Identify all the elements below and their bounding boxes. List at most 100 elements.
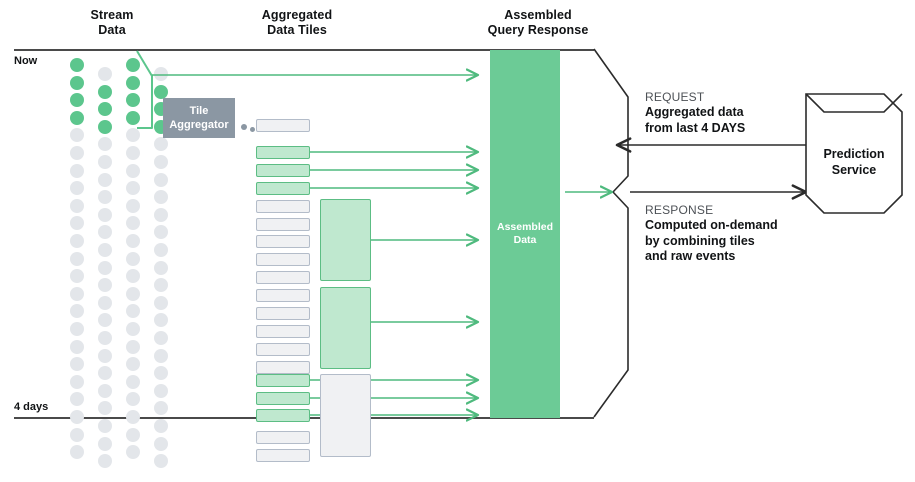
aggregated-big-tile-green xyxy=(320,287,371,369)
stream-dot-active xyxy=(154,84,168,99)
aggregated-tile-green xyxy=(256,146,310,159)
column-title-aggregated-line2: Data Tiles xyxy=(267,23,327,37)
column-title-assembled-line2: Query Response xyxy=(487,23,589,37)
stream-dot-inactive xyxy=(98,137,112,152)
stream-dot-inactive xyxy=(126,128,140,143)
request-body: Aggregated data from last 4 DAYS xyxy=(645,105,746,135)
query-response-funnel xyxy=(593,48,629,418)
stream-dot-inactive xyxy=(98,348,112,363)
stream-dot-inactive xyxy=(154,436,168,451)
stream-dot-inactive xyxy=(70,181,84,196)
prediction-service-shape xyxy=(805,93,903,214)
stream-event-dot xyxy=(241,124,247,130)
stream-event-dot xyxy=(250,127,255,132)
stream-dot-inactive xyxy=(98,225,112,240)
aggregated-tile-gray xyxy=(256,431,310,444)
stream-dot-active xyxy=(98,119,112,134)
stream-dot-inactive xyxy=(126,339,140,354)
stream-dot-inactive xyxy=(98,207,112,222)
tile-aggregator-line2: Aggregator xyxy=(169,119,229,131)
stream-dot-active xyxy=(126,110,140,125)
stream-dot-inactive xyxy=(70,128,84,143)
stream-dot-inactive xyxy=(154,278,168,293)
stream-dot-active xyxy=(126,58,140,72)
stream-dot-inactive xyxy=(98,190,112,205)
stream-dot-inactive xyxy=(126,216,140,231)
stream-dot-inactive xyxy=(98,331,112,345)
column-title-stream-data-line1: Stream xyxy=(90,8,134,22)
response-body: Computed on-demand by combining tiles an… xyxy=(645,218,778,263)
column-title-assembled-query-response: Assembled Query Response xyxy=(438,8,638,38)
stream-dot-inactive xyxy=(126,445,140,460)
stream-dot-inactive xyxy=(70,216,84,231)
request-kicker: REQUEST xyxy=(645,90,705,104)
stream-dot-inactive xyxy=(154,225,168,240)
timeline-4days-label: 4 days xyxy=(14,401,49,413)
stream-dot-active xyxy=(70,110,84,125)
stream-dot-active xyxy=(98,84,112,99)
stream-dot-inactive xyxy=(98,278,112,293)
aggregated-tile-gray xyxy=(256,200,310,213)
stream-dot-inactive xyxy=(70,269,84,284)
stream-dot-inactive xyxy=(154,454,168,469)
stream-dot-inactive xyxy=(70,392,84,407)
stream-dot-inactive xyxy=(154,383,168,398)
stream-dot-inactive xyxy=(126,322,140,336)
tile-aggregator-box: Tile Aggregator xyxy=(163,98,235,138)
stream-dot-inactive xyxy=(154,419,168,433)
prediction-service-label: Prediction Service xyxy=(806,146,902,178)
stream-dot-active xyxy=(98,102,112,117)
stream-dot-inactive xyxy=(126,146,140,160)
aggregated-big-tile-green xyxy=(320,199,371,281)
aggregated-big-tile-gray xyxy=(320,374,371,457)
column-title-stream-data: Stream Data xyxy=(52,8,172,38)
stream-dot-inactive xyxy=(126,374,140,389)
stream-dot-inactive xyxy=(70,198,84,213)
stream-dot-inactive xyxy=(154,243,168,257)
stream-dot-active xyxy=(126,75,140,90)
timeline-now-label: Now xyxy=(14,55,38,67)
response-note: RESPONSE Computed on-demand by combining… xyxy=(645,203,835,265)
aggregated-tile-gray xyxy=(256,307,310,320)
aggregated-tile-gray xyxy=(256,449,310,462)
column-title-assembled-line1: Assembled xyxy=(504,8,572,22)
column-title-stream-data-line2: Data xyxy=(98,23,126,37)
stream-dot-inactive xyxy=(70,322,84,336)
aggregated-tile-gray xyxy=(256,253,310,266)
stream-dot-inactive xyxy=(154,331,168,345)
tile-aggregator-line1: Tile xyxy=(189,105,209,117)
stream-dot-inactive xyxy=(70,374,84,389)
stream-dot-inactive xyxy=(70,163,84,178)
stream-dot-inactive xyxy=(154,207,168,222)
stream-dot-inactive xyxy=(126,181,140,196)
stream-dot-inactive xyxy=(126,357,140,372)
stream-dot-inactive xyxy=(98,383,112,398)
stream-dot-inactive xyxy=(154,260,168,275)
stream-dot-active xyxy=(70,93,84,108)
stream-dot-inactive xyxy=(154,295,168,310)
aggregated-tile-green xyxy=(256,409,310,422)
stream-dot-inactive xyxy=(70,234,84,248)
stream-dot-inactive xyxy=(154,190,168,205)
stream-dot-inactive xyxy=(126,304,140,319)
assembled-data-line1: Assembled xyxy=(496,221,554,233)
aggregated-tile-gray xyxy=(256,343,310,356)
aggregated-tile-gray xyxy=(256,218,310,231)
stream-dot-inactive xyxy=(98,155,112,169)
stream-dot-inactive xyxy=(70,146,84,160)
stream-dot-inactive xyxy=(126,427,140,442)
aggregated-tile-green xyxy=(256,182,310,195)
stream-dot-inactive xyxy=(98,67,112,81)
stream-dot-inactive xyxy=(98,172,112,187)
stream-dot-inactive xyxy=(126,269,140,284)
column-title-aggregated-data-tiles: Aggregated Data Tiles xyxy=(217,8,377,38)
aggregated-tile-green xyxy=(256,374,310,387)
stream-dot-inactive xyxy=(70,410,84,424)
stream-dot-inactive xyxy=(70,304,84,319)
stream-dot-inactive xyxy=(126,234,140,248)
stream-dot-inactive xyxy=(70,286,84,301)
in-progress-tile xyxy=(256,119,310,132)
stream-dot-inactive xyxy=(98,436,112,451)
stream-dot-inactive xyxy=(70,357,84,372)
